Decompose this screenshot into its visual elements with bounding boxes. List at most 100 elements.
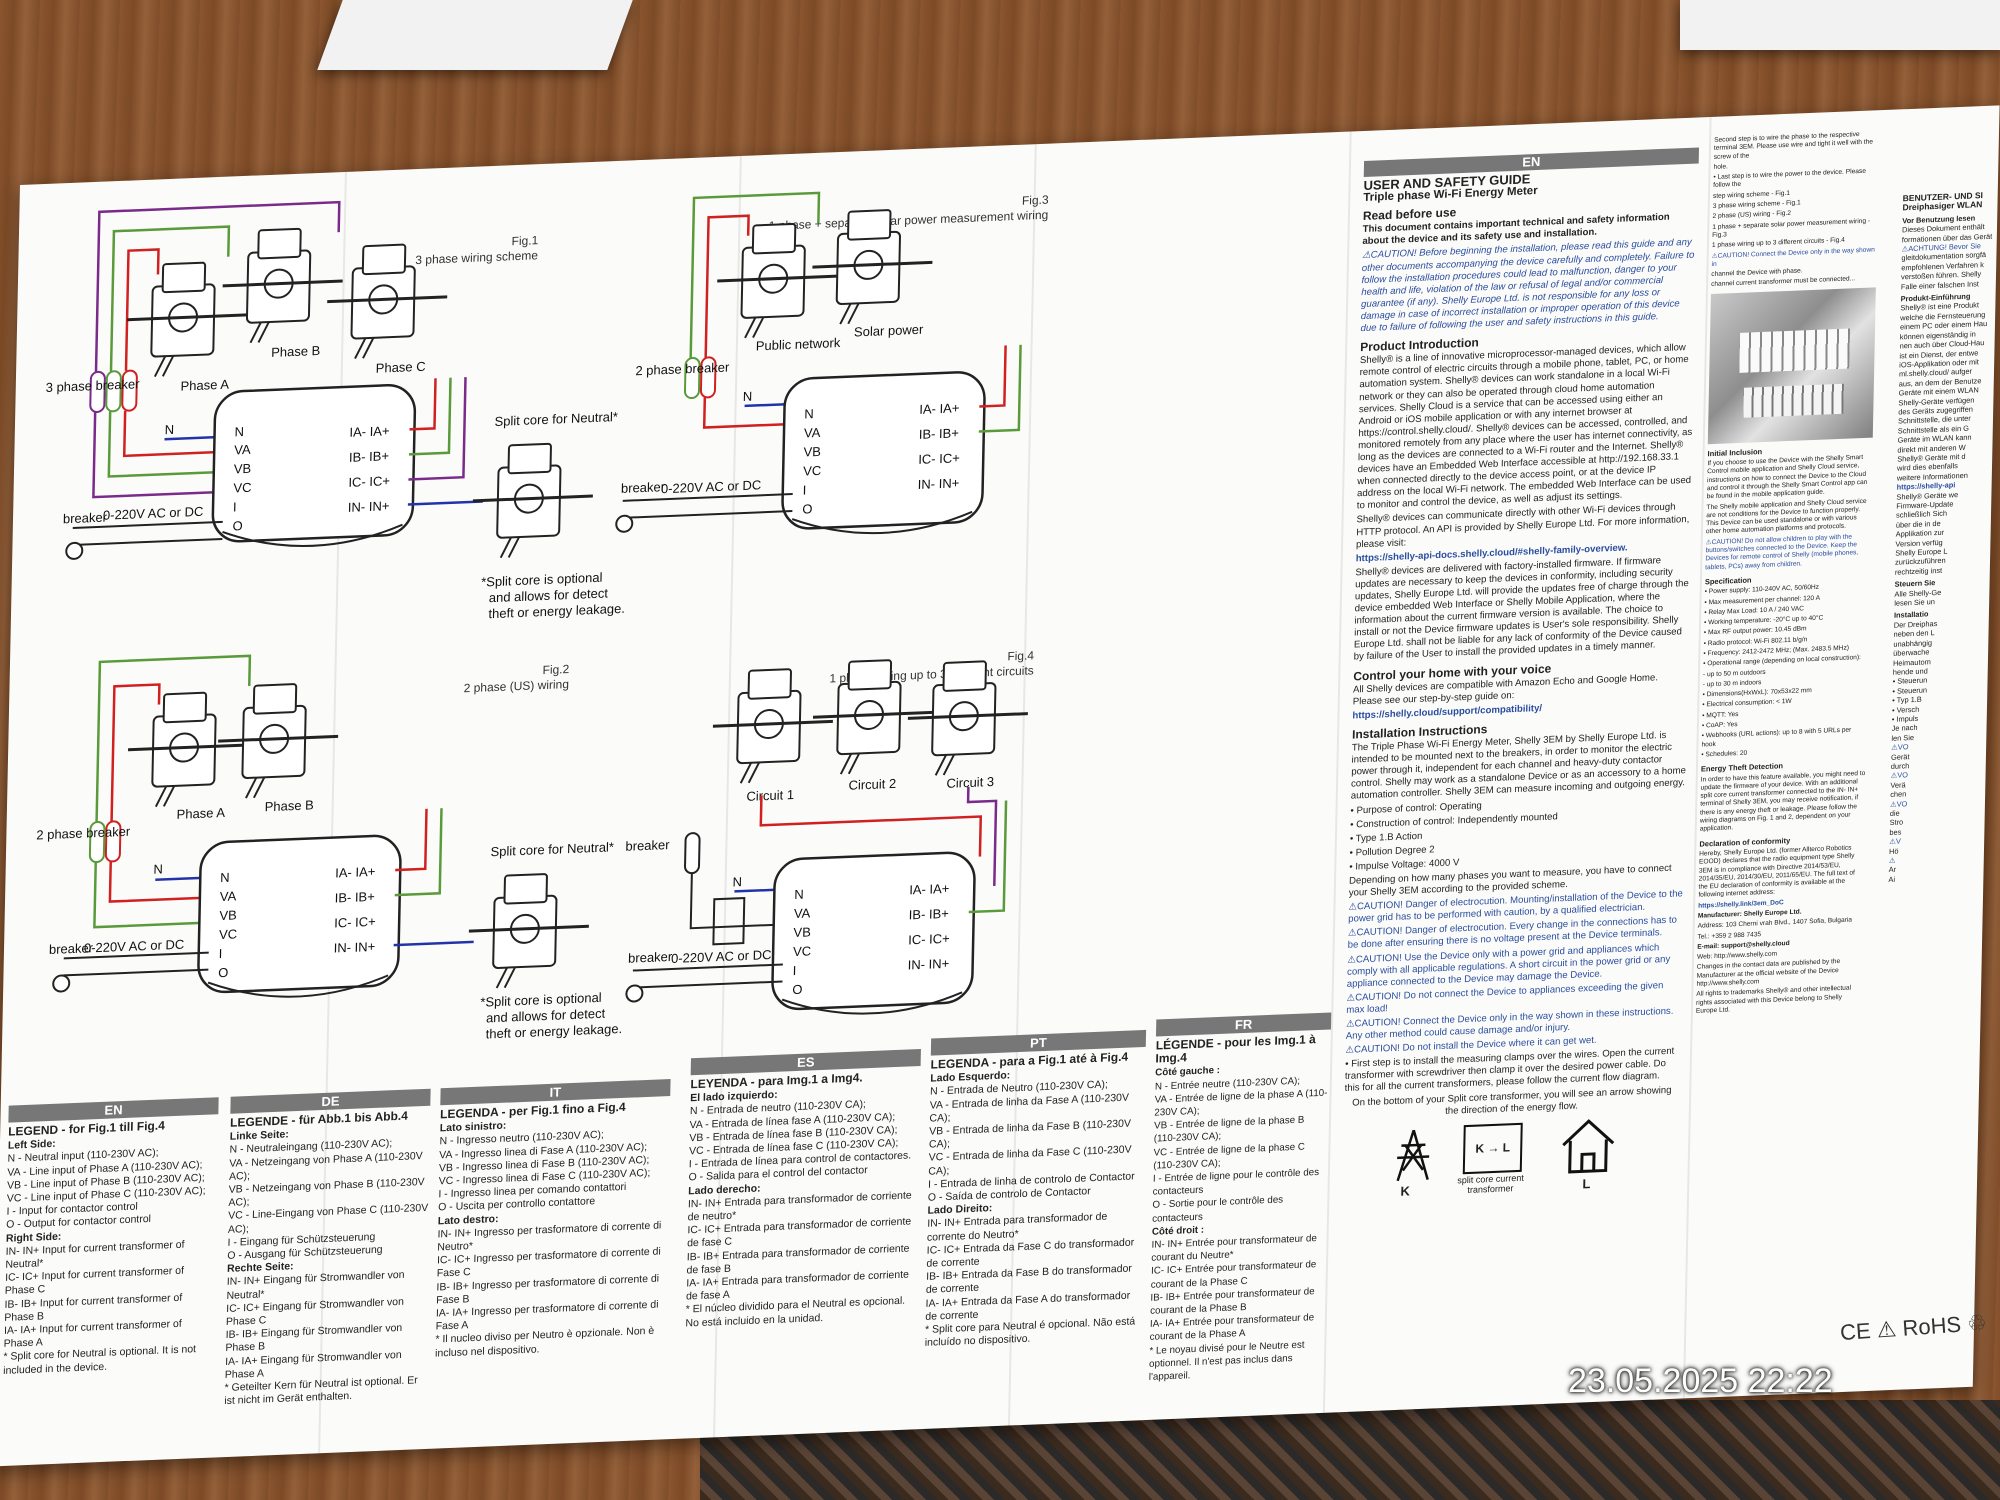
ct-phase-a — [124, 259, 250, 380]
fig2-note-3: theft or energy leakage. — [486, 1021, 623, 1041]
ct4-circuit-1 — [710, 665, 836, 786]
svg-text:N: N — [743, 389, 753, 404]
fig2-neutral-title: Split core for Neutral* — [490, 839, 614, 859]
svg-text:N: N — [153, 861, 163, 876]
svg-text:IA- IA+: IA- IA+ — [335, 864, 375, 881]
specification-column: Second step is to wire the phase to the … — [1695, 131, 1876, 1015]
fig3-supply: 0-220V AC or DC — [661, 477, 762, 496]
ct4-label-3: Circuit 3 — [946, 774, 994, 791]
fig2-breaker-label: 2 phase breaker — [36, 824, 131, 843]
fig4-breaker-label: breaker — [625, 837, 670, 854]
white-box-left — [317, 0, 633, 70]
svg-text:IA- IA+: IA- IA+ — [919, 400, 959, 417]
fig2-note-1: *Split core is optional — [480, 990, 602, 1010]
svg-text:IN- IN+: IN- IN+ — [348, 498, 390, 515]
legend-es: ES LEYENDA - para Img.1 a Img4. El lado … — [685, 1048, 921, 1330]
wiring-diagrams: Fig.1 3 phase wiring scheme Phase A Phas… — [36, 191, 1049, 1041]
svg-text:N: N — [732, 874, 742, 889]
svg-text:VB: VB — [234, 461, 252, 477]
fig2-breaker-small: breaker — [49, 940, 94, 957]
svg-text:I: I — [219, 946, 223, 961]
svg-text:IB- IB+: IB- IB+ — [919, 425, 959, 442]
ct3-label-solar: Solar power — [854, 322, 924, 340]
svg-text:VA: VA — [804, 425, 821, 441]
ct4-label-2: Circuit 2 — [848, 776, 896, 793]
svg-text:IN- IN+: IN- IN+ — [334, 939, 376, 956]
svg-text:IA- IA+: IA- IA+ — [909, 881, 949, 898]
ct2-phase-b — [215, 680, 341, 801]
svg-text:N: N — [234, 424, 244, 439]
svg-text:IB- IB+: IB- IB+ — [335, 889, 375, 906]
svg-text:N: N — [804, 406, 814, 421]
svg-text:IC- IC+: IC- IC+ — [348, 473, 390, 490]
svg-text:IB- IB+: IB- IB+ — [349, 448, 389, 465]
instruction-leaflet: Fig.1 3 phase wiring scheme Phase A Phas… — [0, 105, 2000, 1467]
installation-photo — [1707, 287, 1876, 444]
ct2-label-phase-a: Phase A — [176, 805, 225, 822]
svg-text:IN- IN+: IN- IN+ — [918, 475, 960, 492]
fig1-note-1: *Split core is optional — [481, 570, 603, 590]
split-core-icon: K → L — [1462, 1122, 1523, 1174]
fig4-number: Fig.4 — [1007, 648, 1034, 663]
svg-text:VB: VB — [803, 444, 821, 460]
svg-text:IC- IC+: IC- IC+ — [918, 450, 960, 467]
legend-fr: FR LÉGENDE - pour les Img.1 à Img.4 Côté… — [1149, 1012, 1332, 1384]
fig2-caption: 2 phase (US) wiring — [464, 677, 570, 695]
fig1-breaker-label: 3 phase breaker — [46, 376, 141, 395]
svg-text:IN- IN+: IN- IN+ — [908, 956, 950, 973]
svg-text:I: I — [793, 963, 797, 978]
ct2-phase-a — [125, 689, 251, 810]
figure-2: Fig.2 2 phase (US) wiring Phase A Phase … — [36, 654, 623, 1041]
fig3-breaker-label: 2 phase breaker — [635, 359, 730, 378]
svg-text:N: N — [794, 887, 804, 902]
ct2-label-phase-b: Phase B — [265, 797, 314, 814]
svg-text:IC- IC+: IC- IC+ — [908, 931, 950, 948]
svg-text:VA: VA — [794, 905, 811, 921]
house-icon — [1562, 1118, 1615, 1174]
ct4-label-1: Circuit 1 — [746, 787, 794, 804]
fig1-note-2: and allows for detect — [489, 585, 609, 605]
svg-text:IB- IB+: IB- IB+ — [909, 906, 949, 923]
fig2-number: Fig.2 — [542, 662, 569, 677]
ct-label-phase-a: Phase A — [180, 377, 229, 394]
svg-text:VA: VA — [220, 888, 237, 904]
ct3-label-public: Public network — [756, 335, 841, 353]
fig1-neutral-title: Split core for Neutral* — [494, 409, 618, 429]
user-guide-en: EN USER AND SAFETY GUIDE Triple phase Wi… — [1342, 147, 1700, 1204]
svg-text:IA- IA+: IA- IA+ — [349, 423, 389, 440]
fig2-supply: 0-220V AC or DC — [84, 937, 185, 956]
svg-text:VC: VC — [233, 480, 251, 496]
white-box-right — [1680, 0, 2000, 50]
svg-text:VB: VB — [219, 907, 237, 923]
svg-text:I: I — [803, 482, 807, 497]
fig1-note-3: theft or energy leakage. — [488, 601, 625, 621]
svg-text:VC: VC — [219, 926, 237, 942]
figure-4: Fig.4 1 phase wiring up to 3 different c… — [625, 648, 1035, 1019]
fig2-note-2: and allows for detect — [486, 1006, 606, 1026]
energy-flow-icons: K → L K split core current transformer L — [1342, 1110, 1679, 1204]
ct3-public — [714, 220, 840, 341]
svg-text:IC- IC+: IC- IC+ — [334, 914, 376, 931]
svg-text:VC: VC — [803, 463, 821, 479]
ct-phase-b — [219, 225, 346, 346]
ct-label-phase-c: Phase C — [376, 359, 426, 376]
fig3-caption: 1 phase + separate solar power measureme… — [769, 208, 1049, 233]
fig1-breaker-small: breaker — [63, 510, 108, 527]
legend-it: IT LEGENDA - per Fig.1 fino a Fig.4 Lato… — [435, 1079, 671, 1360]
svg-text:VA: VA — [234, 442, 251, 458]
ct-label-phase-b: Phase B — [271, 343, 320, 360]
svg-text:O: O — [802, 501, 812, 516]
fig4-breaker-small: breaker — [628, 949, 673, 966]
fig3-breaker-small: breaker — [621, 479, 666, 496]
legend-pt: PT LEGENDA - para a Fig.1 até à Fig.4 La… — [925, 1029, 1147, 1350]
svg-text:I: I — [233, 499, 237, 514]
figure-3: Fig.3 1 phase + separate solar power mea… — [615, 191, 1049, 539]
fig1-supply: 0-220V AC or DC — [103, 504, 204, 523]
power-tower-icon — [1396, 1129, 1430, 1181]
svg-text:O: O — [218, 965, 228, 980]
svg-text:N: N — [220, 870, 230, 885]
photo-timestamp: 23.05.2025 22:22 — [1568, 1362, 1833, 1400]
svg-text:O: O — [232, 518, 242, 533]
fig3-number: Fig.3 — [1022, 193, 1049, 208]
svg-text:O: O — [792, 982, 802, 997]
